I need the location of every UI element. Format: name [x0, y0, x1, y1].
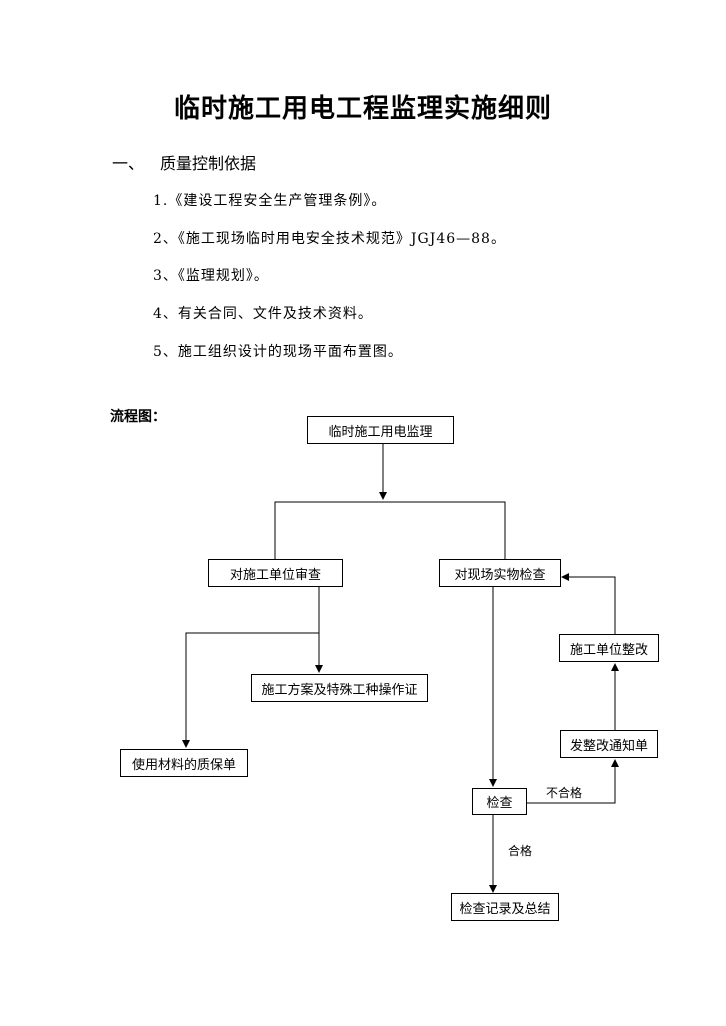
section-heading: 一、质量控制依据	[112, 150, 256, 174]
node-root: 临时施工用电监理	[307, 416, 454, 444]
edge-fail	[527, 759, 619, 804]
node-inspect: 检查	[472, 788, 527, 815]
flowchart-label: 流程图：	[110, 409, 166, 425]
edge-audit-material	[182, 632, 319, 748]
node-rectify: 施工单位整改	[559, 634, 659, 662]
list-item: 4、有关合同、文件及技术资料。	[153, 306, 373, 322]
section-title: 质量控制依据	[160, 154, 257, 173]
page-title: 临时施工用电工程监理实施细则	[173, 94, 552, 124]
list-item: 5、施工组织设计的现场平面布置图。	[153, 344, 403, 360]
edge-rectify-check	[561, 573, 616, 634]
node-record: 检查记录及总结	[451, 893, 559, 921]
edge-label-pass: 合格	[508, 844, 533, 858]
node-audit: 对施工单位审查	[208, 559, 343, 587]
node-rectify-notice: 发整改通知单	[560, 730, 658, 758]
edge-split	[274, 501, 506, 559]
node-plan: 施工方案及特殊工种操作证	[251, 674, 428, 702]
edge-label-fail: 不合格	[546, 786, 583, 800]
list-item: 3、《监理规划》。	[153, 268, 269, 284]
list-item: 2、《施工现场临时用电安全技术规范》JGJ46—88。	[153, 231, 506, 247]
list-item: 1.《建设工程安全生产管理条例》。	[153, 193, 387, 209]
node-material: 使用材料的质保单	[120, 749, 248, 777]
node-site-check: 对现场实物检查	[439, 559, 561, 587]
section-number: 一、	[112, 154, 145, 173]
